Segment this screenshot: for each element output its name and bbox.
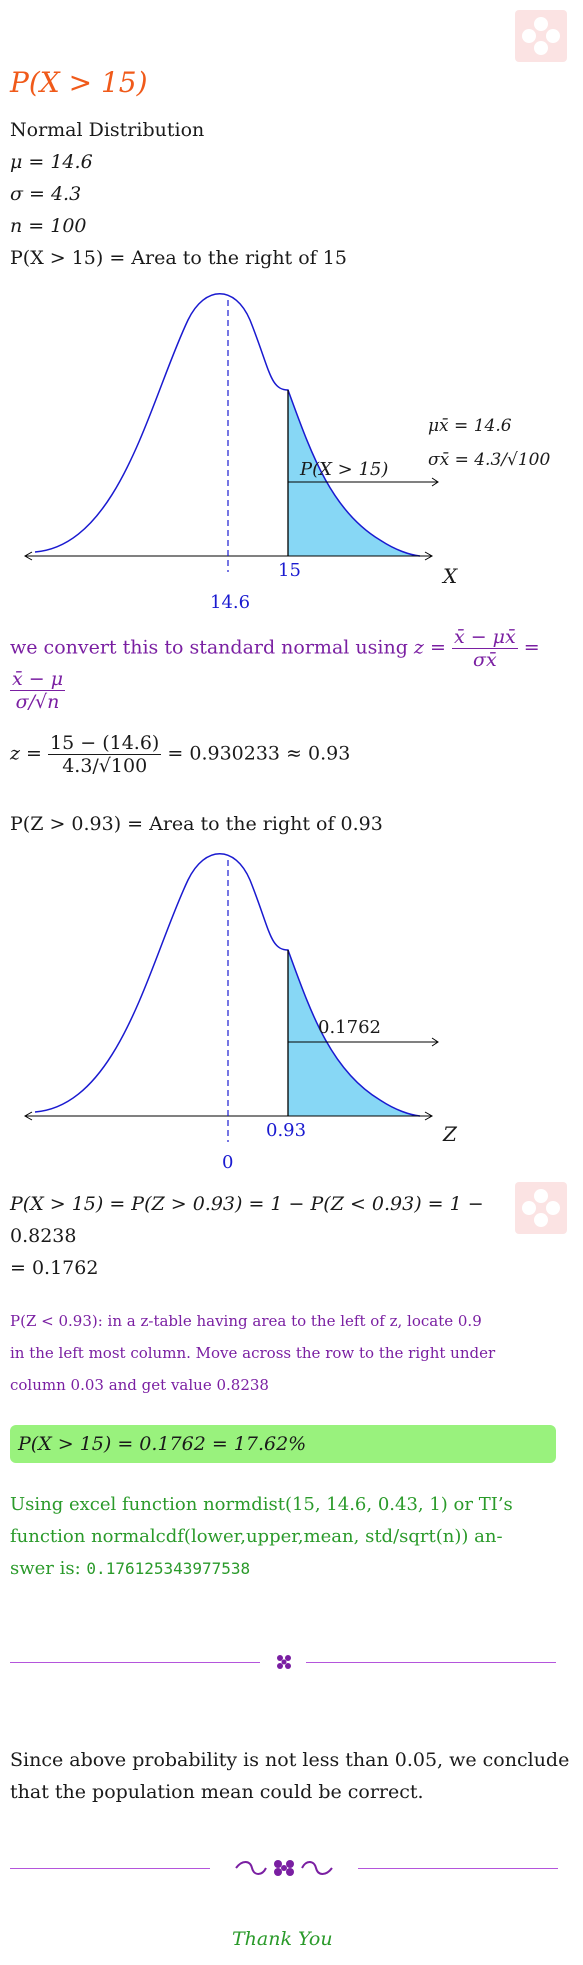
shaded-area — [288, 950, 420, 1116]
result-line-1: P(X > 15) = P(Z > 0.93) = 1 − P(Z < 0.93… — [10, 1193, 484, 1215]
axis-right-arrow — [424, 1111, 434, 1121]
divider-left — [10, 1868, 210, 1869]
convert-line: we convert this to standard normal using… — [10, 626, 540, 671]
axis-right-arrow — [424, 551, 434, 561]
sigma-xbar-label: σx̄ = 4.3/√100 — [428, 450, 551, 470]
bell-curve — [34, 853, 421, 1117]
ztable-line-2: in the left most column. Move across the… — [10, 1344, 496, 1362]
distribution-line: Normal Distribution — [10, 119, 205, 141]
mu-xbar-label: μx̄ = 14.6 — [428, 416, 512, 436]
divider-right — [306, 1662, 556, 1663]
final-answer: P(X > 15) = 0.1762 = 17.62% — [18, 1433, 307, 1455]
mu-line: μ = 14.6 — [10, 151, 93, 173]
excel-line-2: function normalcdf(lower,upper,mean, std… — [10, 1526, 503, 1547]
watermark-logo-icon — [515, 1182, 567, 1234]
standard-normal-chart — [23, 853, 439, 1142]
final-answer-box — [10, 1425, 556, 1463]
ztable-line-3: column 0.03 and get value 0.8238 — [10, 1376, 269, 1394]
z-calculation: z = 15 − (14.6)4.3/√100 = 0.930233 ≈ 0.9… — [10, 732, 351, 777]
sigma-line: σ = 4.3 — [10, 183, 82, 205]
axis-label-z: Z — [443, 1122, 457, 1146]
area-statement: P(X > 15) = Area to the right of 15 — [10, 247, 347, 269]
conclusion-line-1: Since above probability is not less than… — [10, 1749, 570, 1771]
divider-right — [358, 1868, 558, 1869]
normal-curve-chart — [23, 293, 439, 572]
n-line: n = 100 — [10, 215, 87, 237]
axis-left-arrow — [23, 551, 33, 561]
divider-left — [10, 1662, 260, 1663]
ornament-icon — [235, 1860, 333, 1876]
excel-line-3: swer is: 0.176125343977538 — [10, 1558, 251, 1579]
ornament-icon — [277, 1655, 291, 1669]
area-label: P(X > 15) — [300, 459, 389, 480]
excel-line-1: Using excel function normdist(15, 14.6, … — [10, 1494, 513, 1515]
tick-label-mean: 14.6 — [210, 592, 251, 613]
thank-you: Thank You — [232, 1928, 333, 1950]
result-line-2: 0.8238 — [10, 1225, 77, 1247]
ztable-line-1: P(Z < 0.93): in a z-table having area to… — [10, 1312, 482, 1330]
doc-title: P(X > 15) — [10, 66, 148, 99]
tick-label-0: 0 — [222, 1152, 234, 1173]
label-arrow-head — [431, 477, 439, 487]
axis-label-x: X — [443, 564, 458, 588]
label-arrow-head — [431, 1037, 439, 1047]
tick-label-15: 15 — [278, 560, 301, 581]
shaded-area — [288, 390, 420, 556]
tick-label-093: 0.93 — [266, 1120, 307, 1141]
result-line-3: = 0.1762 — [10, 1257, 99, 1279]
axis-left-arrow — [23, 1111, 33, 1121]
bell-curve — [34, 293, 421, 557]
z-area-statement: P(Z > 0.93) = Area to the right of 0.93 — [10, 813, 383, 835]
watermark-logo-icon — [515, 10, 567, 62]
area-label: 0.1762 — [318, 1017, 381, 1038]
conclusion-line-2: that the population mean could be correc… — [10, 1781, 424, 1803]
